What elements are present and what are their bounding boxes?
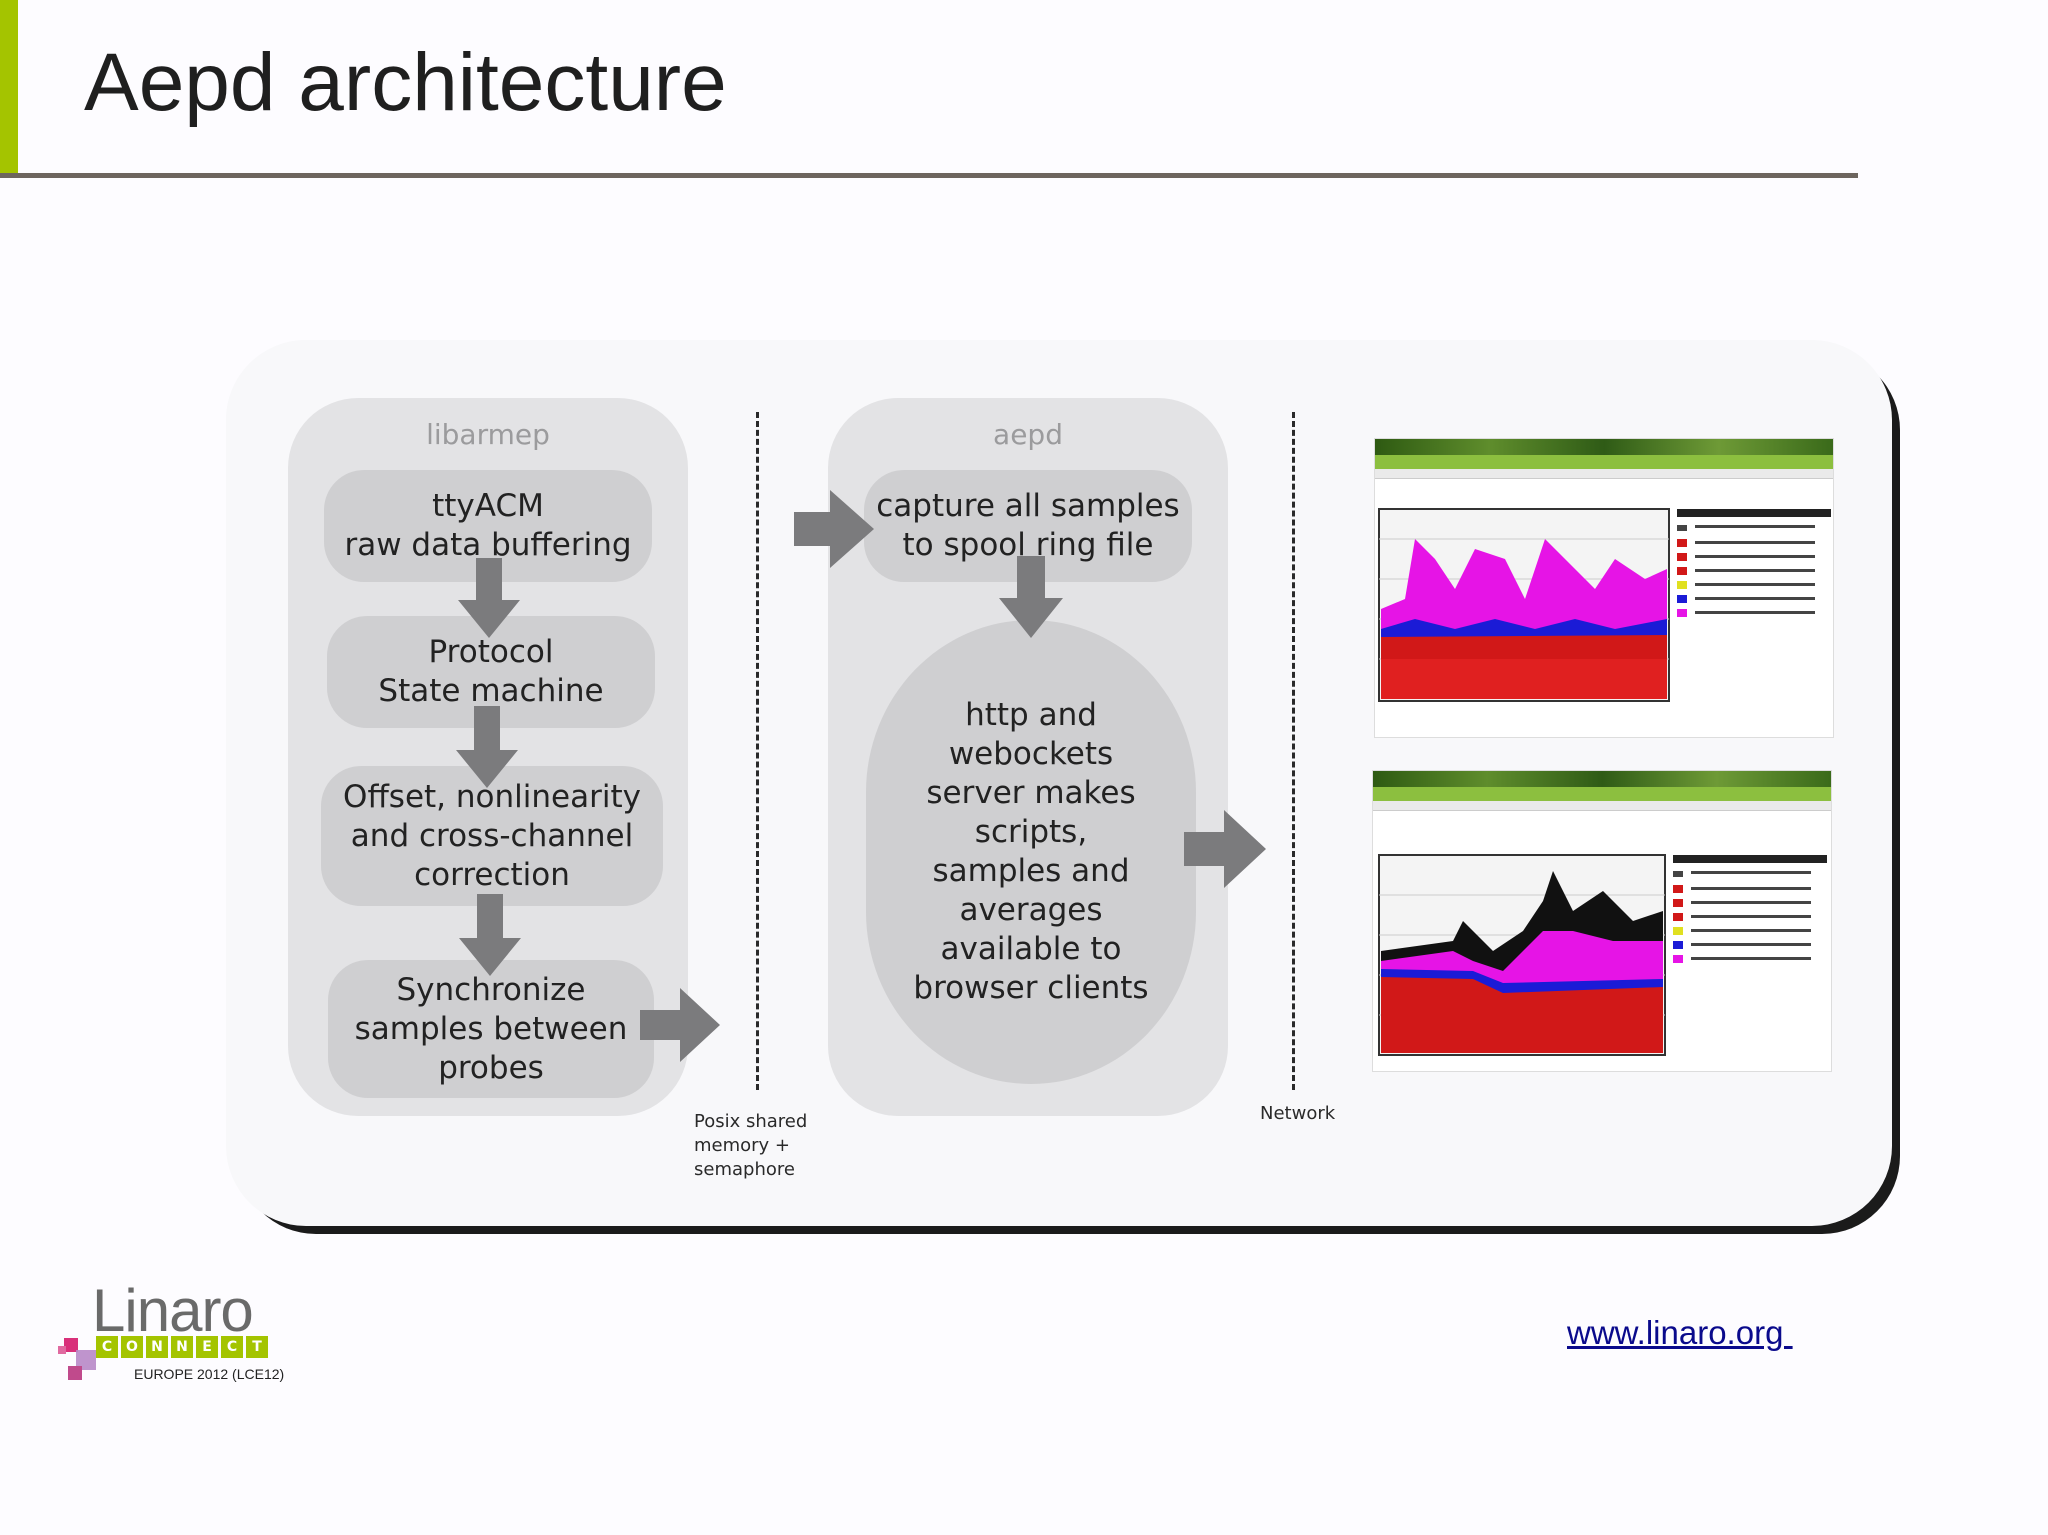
aepd-label: aepd (993, 418, 1063, 451)
step-offset-correction: Offset, nonlinearity and cross-channel c… (321, 766, 663, 906)
arrow-right-capture (794, 490, 874, 568)
arrow-right-sync (640, 988, 720, 1062)
browser-screenshot-1 (1374, 438, 1834, 738)
step-synchronize-samples: Synchronize samples between probes (328, 960, 654, 1098)
linaro-logo-mark-icon (58, 1338, 96, 1380)
arrow-right-network (1184, 810, 1266, 888)
browser-chart-screenshot-icon (1378, 854, 1827, 1056)
connect-letter: O (121, 1336, 143, 1358)
connect-letter: C (221, 1336, 243, 1358)
connect-letter: E (196, 1336, 218, 1358)
libarmep-label: libarmep (426, 418, 550, 451)
linaro-connect-letters: C O N N E C T (96, 1336, 268, 1358)
arrow-down-aepd (999, 556, 1063, 638)
arrow-down-2 (456, 706, 518, 788)
connect-letter: T (246, 1336, 268, 1358)
accent-bar (0, 0, 18, 176)
arrow-down-3 (459, 894, 521, 976)
connect-letter: C (96, 1336, 118, 1358)
title-divider (0, 173, 1858, 178)
network-boundary-line (1292, 412, 1295, 1090)
arrow-down-1 (458, 558, 520, 638)
posix-boundary-label: Posix shared memory + semaphore (694, 1111, 808, 1180)
step-http-websocket-server: http and webockets server makes scripts,… (866, 620, 1196, 1084)
connect-letter: N (146, 1336, 168, 1358)
connect-letter: N (171, 1336, 193, 1358)
browser-screenshot-2 (1372, 770, 1832, 1072)
linaro-logo-subtitle: EUROPE 2012 (LCE12) (134, 1366, 285, 1382)
page-title: Aepd architecture (84, 37, 727, 128)
linaro-logo-word: Linaro (92, 1277, 254, 1344)
network-boundary-label: Network (1260, 1103, 1336, 1124)
browser-chart-screenshot-icon (1378, 508, 1831, 702)
posix-boundary-line (756, 412, 759, 1090)
linaro-website-link[interactable]: www.linaro.org (1567, 1314, 1793, 1351)
